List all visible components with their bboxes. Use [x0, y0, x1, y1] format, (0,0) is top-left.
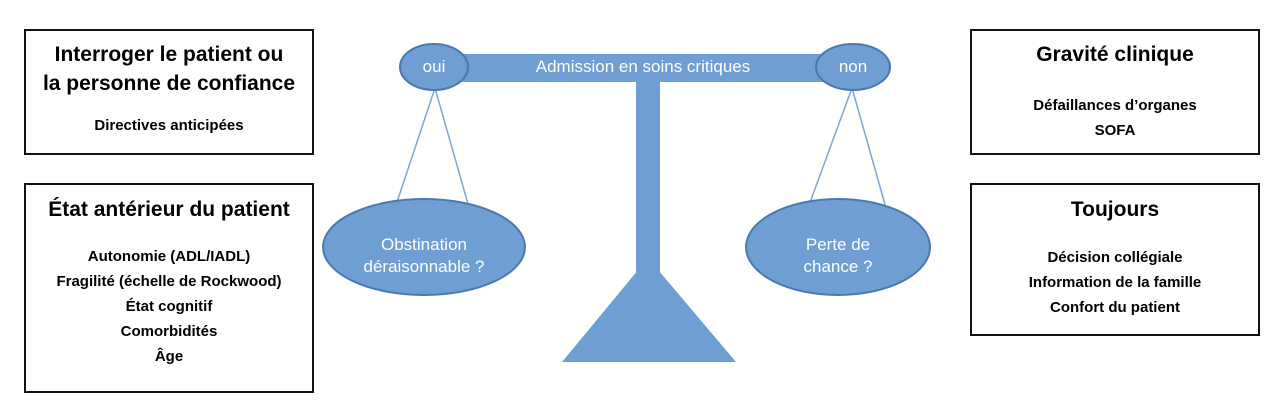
scale-beam — [432, 54, 857, 82]
box-item: Fragilité (échelle de Rockwood) — [56, 273, 282, 290]
box-title-line1: Interroger le patient ou — [54, 43, 284, 66]
scale-post — [636, 80, 660, 272]
prior-state-box: État antérieur du patient Autonomie (ADL… — [24, 183, 314, 393]
right-string-1 — [807, 87, 853, 209]
oui-label: oui — [422, 57, 446, 76]
box-item: SOFA — [1094, 122, 1136, 139]
left-pan — [322, 198, 526, 296]
clinical-severity-box: Gravité clinique Défaillances d’organes … — [970, 29, 1260, 155]
left-pan-label: Obstination déraisonnable ? — [322, 234, 526, 278]
box-title: État antérieur du patient — [48, 198, 290, 221]
box-item: Information de la famille — [1028, 274, 1202, 291]
right-string-2 — [851, 87, 887, 209]
scale-base — [562, 258, 736, 362]
left-string-2 — [434, 87, 469, 205]
right-pan — [745, 198, 931, 296]
oui-ellipse — [399, 43, 469, 91]
beam-label: Admission en soins critiques — [535, 57, 751, 76]
non-label: non — [838, 57, 868, 76]
box-item: Âge — [154, 348, 184, 365]
box-item: Comorbidités — [120, 323, 218, 340]
right-pan-line2: chance ? — [803, 257, 873, 276]
right-pan-label: Perte de chance ? — [746, 234, 930, 278]
box-title: Gravité clinique — [1036, 43, 1194, 66]
non-ellipse — [815, 43, 891, 91]
left-string-1 — [394, 87, 436, 209]
box-item: Directives anticipées — [94, 117, 244, 134]
box-title-line2: la personne de confiance — [42, 72, 296, 95]
box-item: Autonomie (ADL/IADL) — [87, 248, 251, 265]
box-title: Toujours — [1070, 198, 1160, 221]
box-item: Décision collégiale — [1047, 249, 1183, 266]
box-item: Confort du patient — [1050, 299, 1180, 316]
box-item: Défaillances d’organes — [1033, 97, 1197, 114]
left-pan-line2: déraisonnable ? — [363, 257, 485, 276]
right-pan-line1: Perte de — [805, 235, 871, 254]
always-box: Toujours Décision collégiale Information… — [970, 183, 1260, 336]
patient-consultation-box: Interroger le patient ou la personne de … — [24, 29, 314, 155]
box-item: État cognitif — [125, 298, 213, 315]
left-pan-line1: Obstination — [381, 235, 467, 254]
